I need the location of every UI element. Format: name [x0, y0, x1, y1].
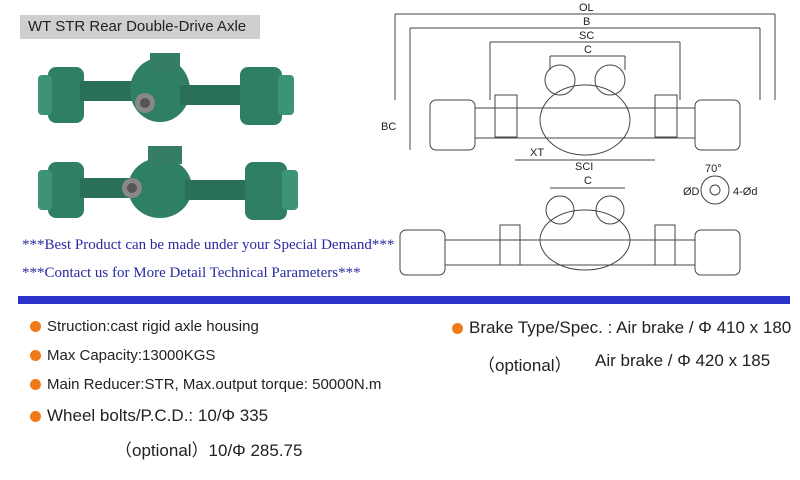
- dim-b-label: B: [583, 16, 590, 28]
- axle-photo-top: [38, 53, 294, 125]
- spec-structure: Struction:cast rigid axle housing: [30, 318, 259, 335]
- product-title: WT STR Rear Double-Drive Axle: [20, 15, 260, 39]
- spec-reducer: Main Reducer:STR, Max.output torque: 500…: [30, 376, 381, 393]
- dim-sc-label: SC: [579, 30, 594, 42]
- brake-optional-label: （optional）: [478, 356, 572, 375]
- bullet-dot-icon: [30, 411, 41, 422]
- brake-optional-value: Air brake / Φ 420 x 185: [595, 351, 771, 370]
- dim-ol-label: OL: [579, 2, 594, 14]
- bullet-dot-icon: [30, 321, 41, 332]
- dim-sci-label: SCI: [575, 161, 593, 173]
- axle-photo-bottom: [38, 146, 298, 220]
- dim-c-bottom-label: C: [584, 175, 592, 187]
- spec-capacity: Max Capacity:13000KGS: [30, 347, 215, 364]
- flange-angle-label: 70°: [705, 163, 722, 175]
- dim-bc-label: BC: [381, 121, 396, 133]
- bullet-dot-icon: [30, 379, 41, 390]
- technical-drawing: OL B SC C BC XT SCI 70° ØD 4-Ød C: [381, 2, 776, 276]
- promo-line-2: ***Contact us for More Detail Technical …: [22, 265, 361, 281]
- bullet-dot-icon: [30, 350, 41, 361]
- flange-holes-label: 4-Ød: [733, 186, 757, 198]
- promo-line-1: ***Best Product can be made under your S…: [22, 237, 395, 253]
- spec-wheel-optional: （optional）10/Φ 285.75: [115, 441, 303, 460]
- dim-c-label: C: [584, 44, 592, 56]
- section-divider: [18, 296, 790, 304]
- flange-d-label: ØD: [683, 186, 700, 198]
- spec-wheel-bolts: Wheel bolts/P.C.D.: 10/Φ 335: [30, 406, 268, 426]
- spec-brake: Brake Type/Spec. : Air brake / Φ 410 x 1…: [452, 318, 791, 338]
- dim-xt-label: XT: [530, 147, 544, 159]
- bullet-dot-icon: [452, 323, 463, 334]
